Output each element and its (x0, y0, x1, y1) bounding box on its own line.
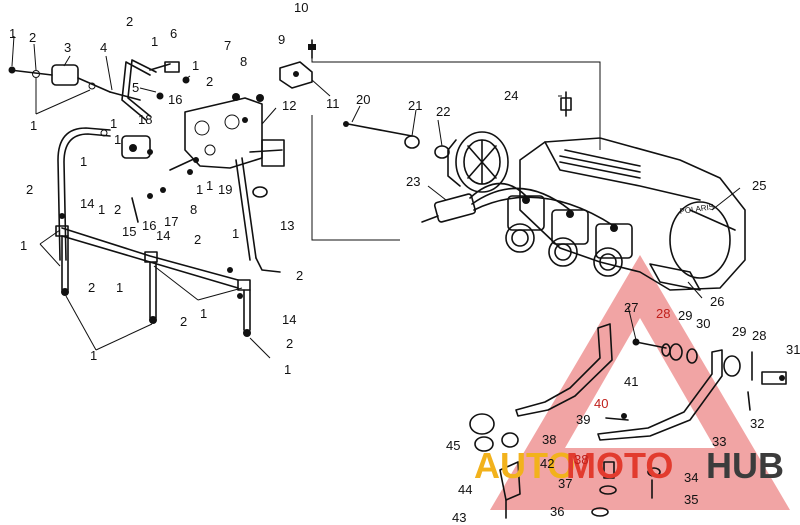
part-label: 11 (326, 96, 340, 111)
part-label: 30 (696, 316, 710, 331)
part-label: 1 (114, 132, 121, 147)
dashed-enclosure (311, 58, 601, 241)
part-label: 2 (126, 14, 133, 29)
watermark-auto: AUTO (474, 445, 575, 486)
part-label: 14 (282, 312, 296, 327)
watermark-text: AUTO MOTO HUB (474, 445, 784, 486)
part-label: 14 (156, 228, 170, 243)
part-label: 40 (594, 396, 608, 411)
carburetor-bank (505, 195, 633, 277)
part-label: 2 (206, 74, 213, 89)
part-label: 1 (80, 154, 87, 169)
part-label: 2 (180, 314, 187, 329)
engine-block-part (519, 137, 746, 291)
part-label: 1 (30, 118, 37, 133)
part-label: 33 (712, 434, 726, 449)
part-label: 1 (98, 202, 105, 217)
svg-text:POLARIS: POLARIS (679, 202, 715, 216)
mounting-bracket-part (184, 97, 263, 169)
part-label: 21 (408, 98, 422, 113)
part-label: 44 (458, 482, 472, 497)
part-label: 41 (624, 374, 638, 389)
part-label: 27 (624, 300, 638, 315)
part-label: 23 (406, 174, 420, 189)
part-label: 20 (356, 92, 370, 107)
part-label: 25 (752, 178, 766, 193)
watermark-moto: MOTO (566, 445, 673, 486)
part-label: 2 (29, 30, 36, 45)
part-label: 1 (192, 58, 199, 73)
part-label: 34 (684, 470, 698, 485)
part-label: 19 (218, 182, 232, 197)
part-label: 14 (80, 196, 94, 211)
part-label: 5 (132, 80, 139, 95)
part-label: 24 (504, 88, 518, 103)
part-label: 1 (116, 280, 123, 295)
part-label: 1 (20, 238, 27, 253)
part-label: 38 (574, 452, 588, 467)
part-label: 1 (284, 362, 291, 377)
part-label: 39 (576, 412, 590, 427)
part-label: 10 (294, 0, 308, 15)
watermark-hub: HUB (706, 445, 784, 486)
watermark-logo (490, 255, 790, 510)
part-label: 2 (194, 232, 201, 247)
part-label: 32 (750, 416, 764, 431)
part-label: 1 (9, 26, 16, 41)
part-label: 42 (540, 456, 554, 471)
part-label: 45 (446, 438, 460, 453)
watermark-triangle-icon (490, 255, 790, 510)
part-label: 28 (656, 306, 670, 321)
part-label: 1 (151, 34, 158, 49)
part-label: 1 (196, 182, 203, 197)
part-label: 2 (88, 280, 95, 295)
part-label: 1 (206, 178, 213, 193)
part-label: 17 (164, 214, 178, 229)
part-label: 7 (224, 38, 231, 53)
recoil-starter-part (455, 131, 509, 193)
part-label: 22 (436, 104, 450, 119)
part-label: 1 (200, 306, 207, 321)
part-label: 18 (138, 112, 152, 127)
part-label: 1 (232, 226, 239, 241)
part-label: 38 (542, 432, 556, 447)
motor-mount-assembly (469, 323, 787, 519)
part-label: 6 (170, 26, 177, 41)
part-label: 36 (550, 504, 564, 519)
leader-lines (11, 35, 741, 359)
part-label: 2 (286, 336, 293, 351)
part-label: 35 (684, 492, 698, 507)
part-label: 2 (114, 202, 121, 217)
part-label: 16 (142, 218, 156, 233)
part-label: 8 (190, 202, 197, 217)
motor-mount-plate-part (515, 323, 613, 417)
part-label: 8 (240, 54, 247, 69)
part-label: 4 (100, 40, 107, 55)
part-label: 31 (786, 342, 800, 357)
fuel-filter-part (51, 64, 79, 86)
part-label: 43 (452, 510, 466, 525)
part-label: 13 (280, 218, 294, 233)
part-label: 28 (752, 328, 766, 343)
part-label: 2 (296, 268, 303, 283)
part-label: 29 (732, 324, 746, 339)
part-label: 1 (110, 116, 117, 131)
part-label: 29 (678, 308, 692, 323)
part-label: 2 (26, 182, 33, 197)
engine-assembly: POLARIS (343, 91, 746, 291)
part-label: 1 (90, 348, 97, 363)
part-label: 12 (282, 98, 296, 113)
part-label: 26 (710, 294, 724, 309)
part-label: 3 (64, 40, 71, 55)
part-label: 15 (122, 224, 136, 239)
part-label: 37 (558, 476, 572, 491)
fuel-line-assembly (8, 39, 316, 337)
motor-mount-plate-2-part (597, 349, 723, 441)
part-label: 16 (168, 92, 182, 107)
part-labels: 1 2 3 1 4 2 1 6 1 5 16 2 7 8 9 10 11 12 … (9, 0, 800, 525)
part-label: 9 (278, 32, 285, 47)
